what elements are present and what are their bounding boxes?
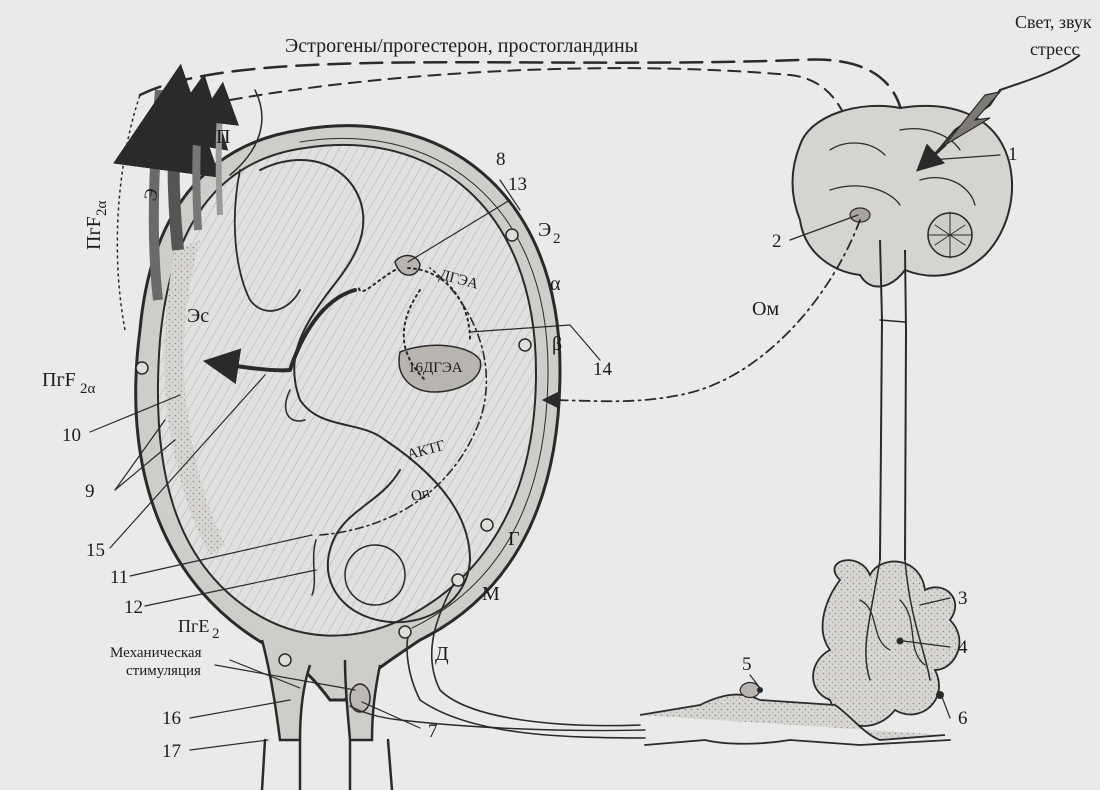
number-11: 11 bbox=[110, 567, 128, 588]
label-pgf-vertical-text: ПгF bbox=[83, 216, 105, 250]
number-9: 9 bbox=[85, 481, 95, 502]
number-7: 7 bbox=[428, 721, 438, 742]
number-6: 6 bbox=[958, 708, 968, 729]
number-10: 10 bbox=[62, 425, 81, 446]
label-e2-sub: 2 bbox=[553, 231, 561, 247]
number-1: 1 bbox=[1008, 144, 1018, 165]
number-4: 4 bbox=[958, 637, 968, 658]
label-es: Эс bbox=[187, 305, 209, 327]
number-14: 14 bbox=[593, 359, 613, 380]
label-alpha: α bbox=[550, 273, 561, 295]
label-pgf-sub: 2α bbox=[80, 381, 96, 397]
label-mech-line1: Механическая bbox=[110, 645, 202, 661]
label-mech-line2: стимуляция bbox=[126, 663, 201, 679]
number-2: 2 bbox=[772, 231, 782, 252]
label-pge: ПгE bbox=[178, 616, 209, 636]
number-16: 16 bbox=[162, 708, 181, 729]
hormones-label: Эстрогены/прогестерон, простогландины bbox=[285, 35, 638, 57]
number-8: 8 bbox=[496, 149, 506, 170]
label-e2: Э bbox=[538, 219, 551, 241]
trigger-label-line2: стресс bbox=[1030, 39, 1080, 59]
number-13: 13 bbox=[508, 174, 527, 195]
label-d: Д bbox=[435, 643, 449, 665]
brain-icon bbox=[793, 106, 1013, 287]
number-12: 12 bbox=[124, 597, 143, 618]
label-p: П bbox=[216, 126, 230, 148]
label-beta: β bbox=[552, 333, 562, 355]
number-15: 15 bbox=[86, 540, 105, 561]
label-m: М bbox=[482, 583, 500, 605]
label-g: Г bbox=[508, 528, 520, 550]
label-pge-sub: 2 bbox=[212, 626, 220, 642]
trigger-label-line1: Свет, звук bbox=[1015, 12, 1092, 32]
label-16dgea: 16ДГЭА bbox=[408, 360, 463, 376]
label-pgf: ПгF bbox=[42, 369, 76, 391]
label-pgf-vertical-sub: 2α bbox=[94, 201, 110, 217]
label-pgf-vertical: ПгF 2α bbox=[83, 201, 110, 251]
number-17: 17 bbox=[162, 741, 181, 762]
spinal-cord-icon bbox=[640, 240, 959, 745]
number-5: 5 bbox=[742, 654, 752, 675]
label-om: Ом bbox=[752, 298, 779, 320]
number-3: 3 bbox=[958, 588, 968, 609]
